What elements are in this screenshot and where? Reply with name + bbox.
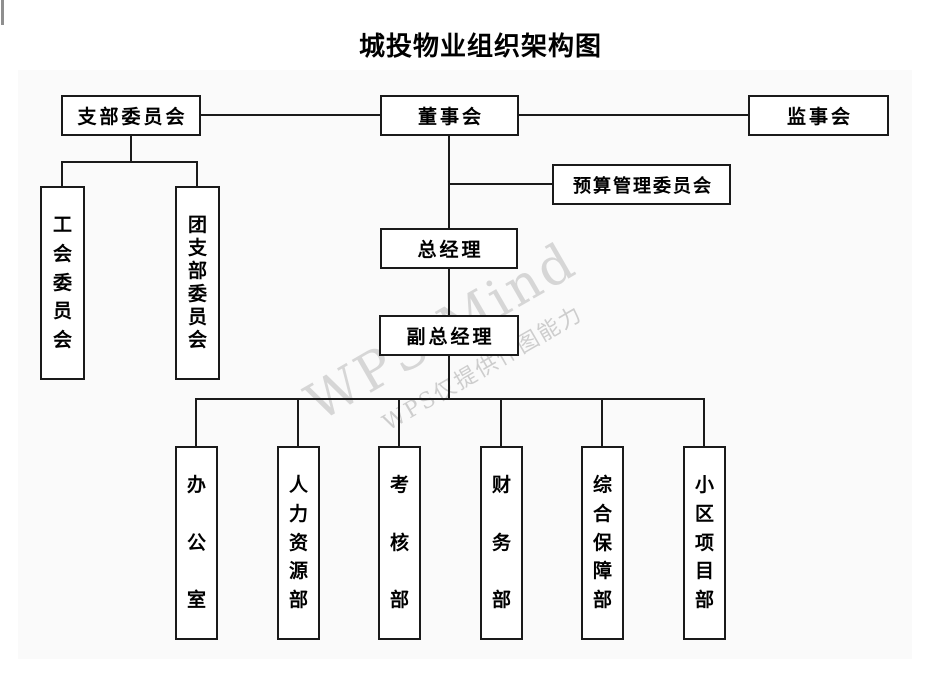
node-label: 人力资源部 (288, 474, 308, 611)
node-label: 小区项目部 (694, 474, 714, 611)
connector-line (61, 161, 63, 186)
node-label: 支部委员会 (77, 106, 188, 128)
connector-line (200, 114, 380, 116)
node-dept-assessment[interactable]: 考核部 (378, 446, 421, 640)
connector-line (448, 356, 450, 400)
node-label: 办公室 (186, 474, 206, 611)
node-party-branch-committee[interactable]: 支部委员会 (61, 95, 201, 136)
node-label: 考核部 (389, 474, 409, 611)
node-labor-union-committee[interactable]: 工会委员会 (40, 186, 85, 380)
node-deputy-general-manager[interactable]: 副总经理 (379, 315, 519, 356)
node-label: 团支部委员会 (187, 214, 207, 351)
node-dept-human-resources[interactable]: 人力资源部 (277, 446, 320, 640)
connector-line (61, 161, 198, 163)
connector-line (448, 269, 450, 315)
connector-line (500, 398, 502, 446)
node-label: 综合保障部 (592, 474, 612, 611)
node-label: 预算管理委员会 (573, 175, 713, 197)
node-board-of-supervisors[interactable]: 监事会 (748, 95, 889, 136)
node-dept-finance[interactable]: 财务部 (480, 446, 523, 640)
node-label: 监事会 (786, 106, 853, 128)
node-label: 总经理 (417, 239, 484, 261)
connector-line (195, 398, 705, 400)
node-budget-management-committee[interactable]: 预算管理委员会 (552, 164, 731, 205)
connector-line (449, 183, 552, 185)
node-youth-league-branch-committee[interactable]: 团支部委员会 (175, 186, 220, 380)
node-label: 工会委员会 (52, 214, 72, 351)
connector-line (448, 136, 450, 228)
node-dept-community-project[interactable]: 小区项目部 (683, 446, 726, 640)
connector-line (519, 114, 748, 116)
node-general-manager[interactable]: 总经理 (380, 228, 518, 269)
connector-line (398, 398, 400, 446)
connector-line (196, 161, 198, 186)
connector-line (195, 398, 197, 446)
connector-line (601, 398, 603, 446)
node-label: 董事会 (417, 106, 484, 128)
org-chart-canvas (18, 70, 912, 659)
connector-line (130, 136, 132, 163)
node-dept-comprehensive-support[interactable]: 综合保障部 (581, 446, 624, 640)
node-dept-general-office[interactable]: 办公室 (175, 446, 218, 640)
connector-line (297, 398, 299, 446)
scrollbar-fragment[interactable] (1, 0, 4, 25)
connector-line (703, 398, 705, 446)
page-title: 城投物业组织架构图 (358, 32, 602, 62)
node-board-of-directors[interactable]: 董事会 (380, 95, 519, 136)
node-label: 副总经理 (406, 326, 495, 348)
node-label: 财务部 (491, 474, 511, 611)
